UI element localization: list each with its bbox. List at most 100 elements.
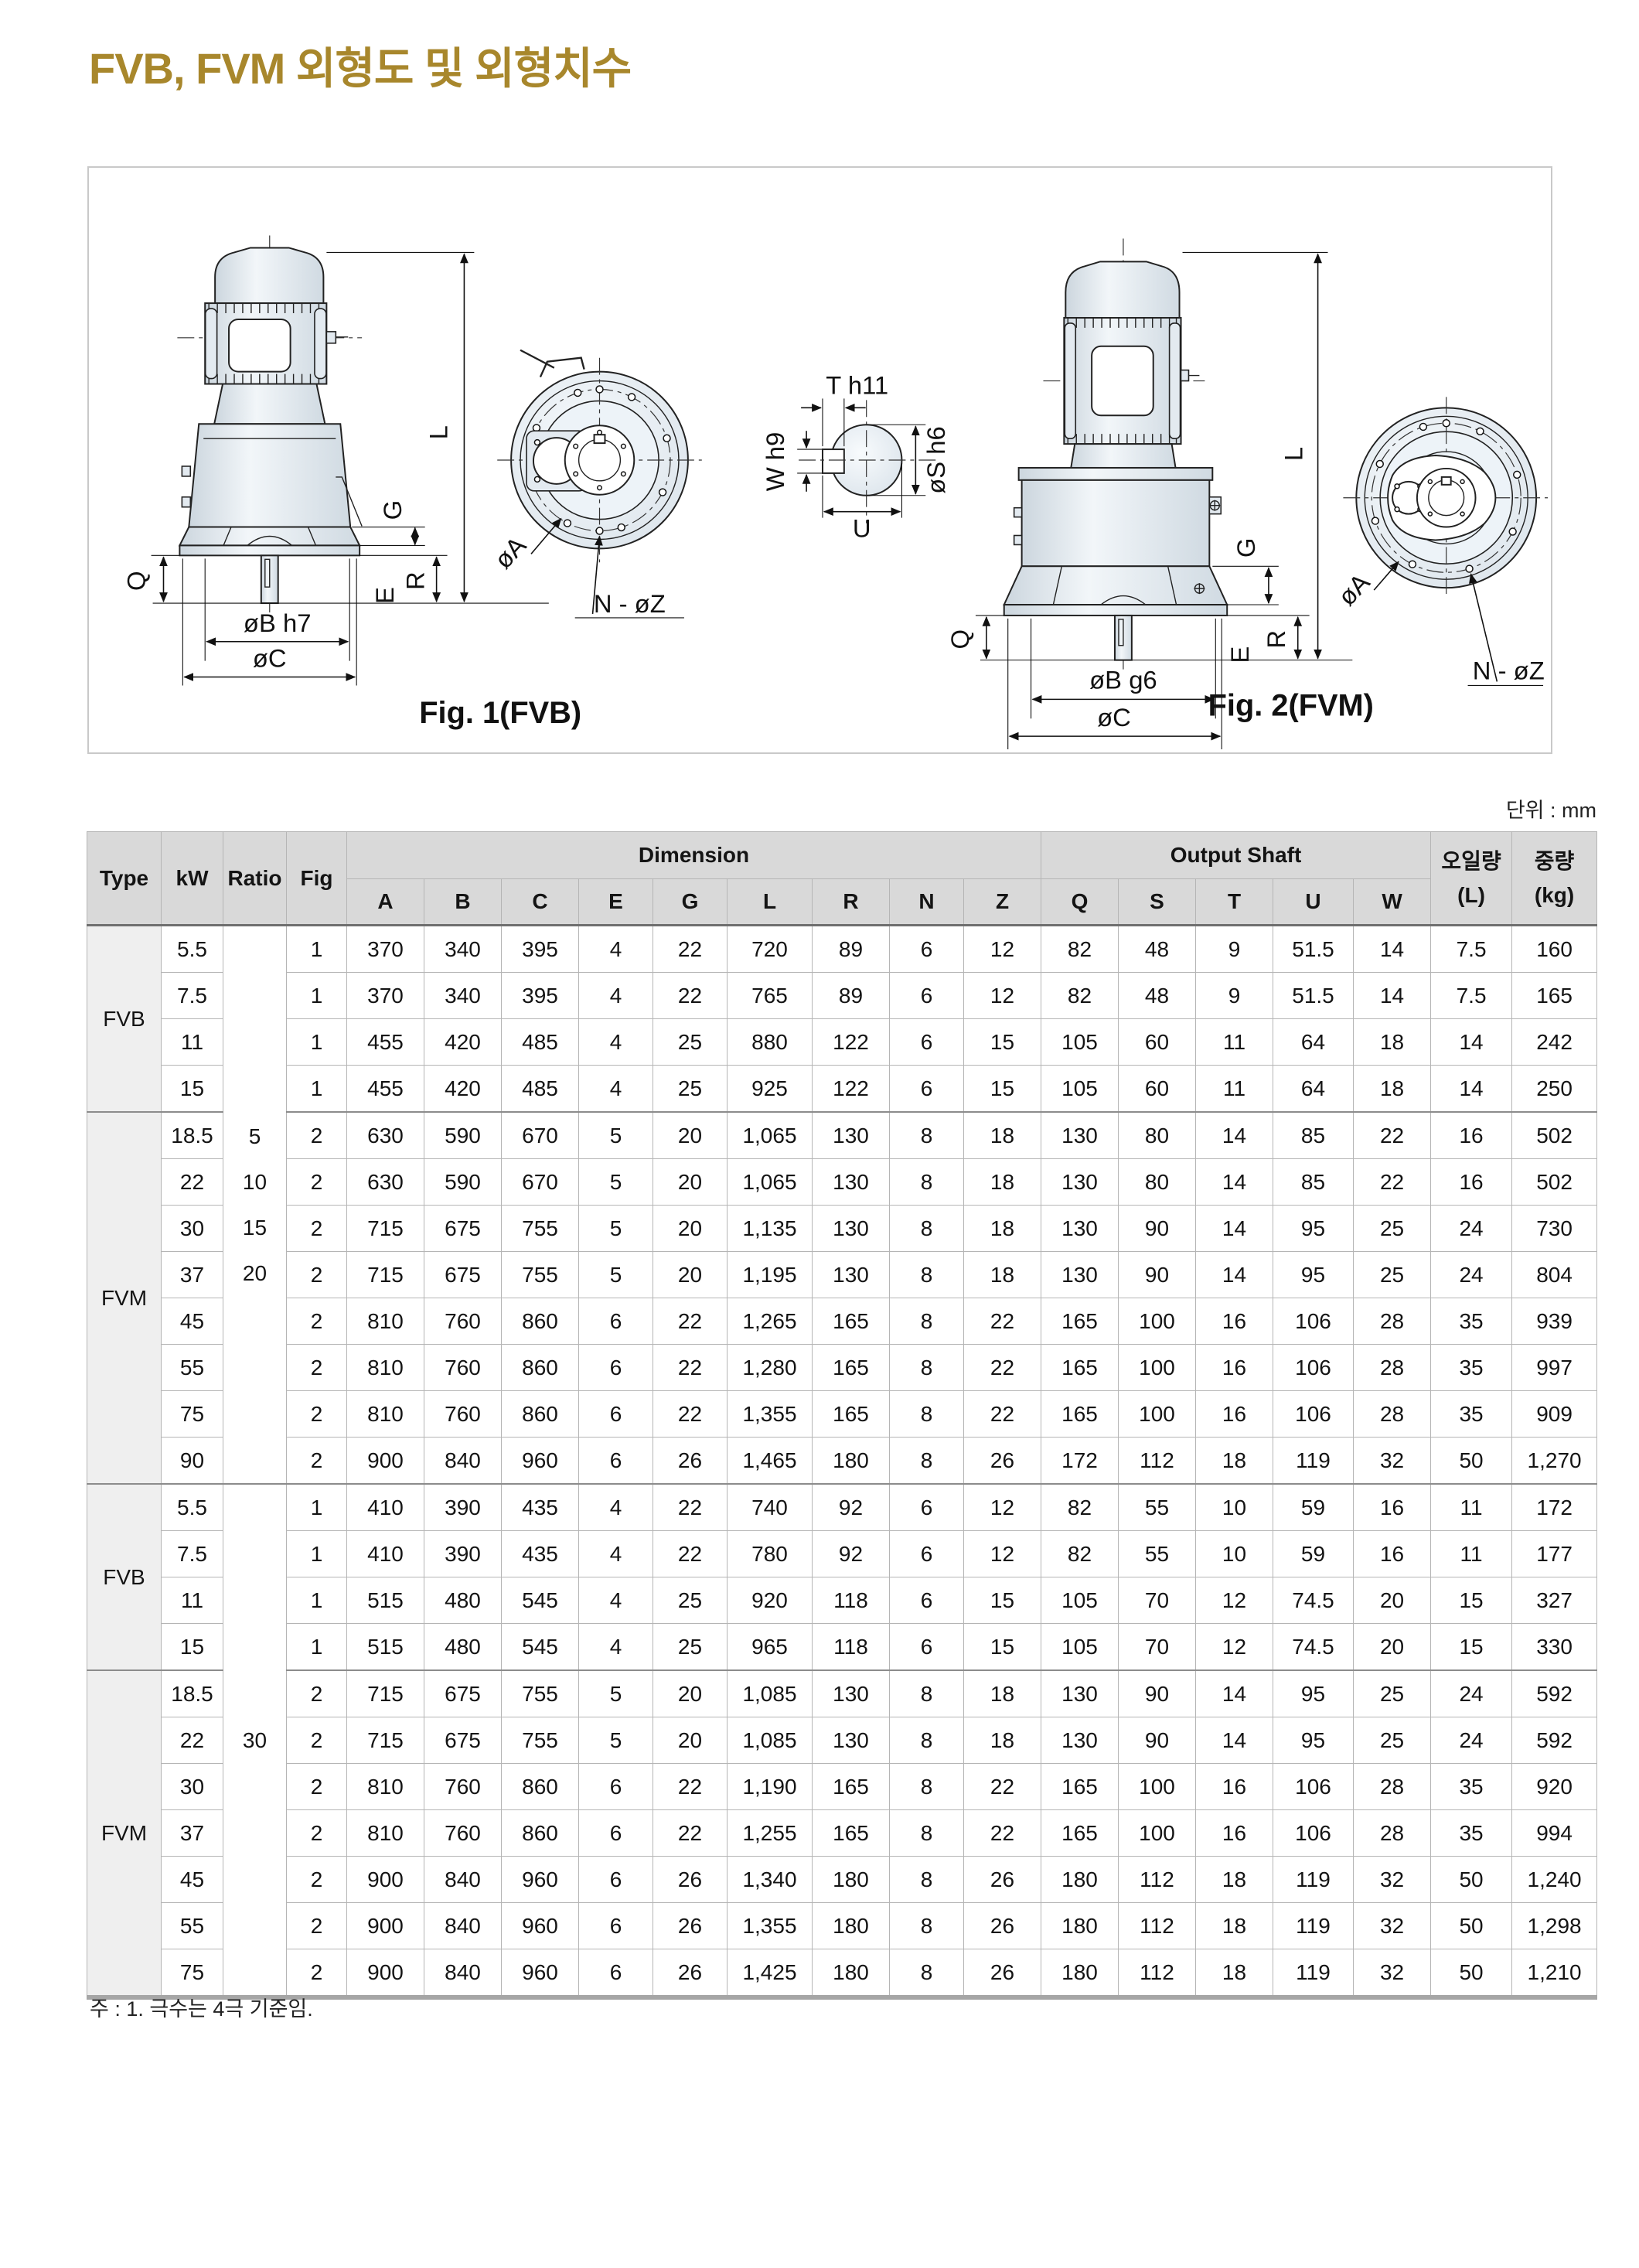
dim-label-keywidth: T h11 [826, 370, 888, 399]
dim-label-shaftdia: øS h6 [922, 426, 950, 494]
dim-value-cell: 8 [889, 1669, 964, 1717]
dim-value-cell: 675 [424, 1669, 502, 1717]
dim-value-cell: 8 [889, 1809, 964, 1857]
dim-value-cell: 630 [346, 1158, 424, 1206]
dim-value-cell: 6 [578, 1390, 653, 1438]
kw-cell: 90 [161, 1437, 223, 1485]
dim-value-cell: 960 [501, 1437, 579, 1485]
dim-value-cell: 720 [727, 925, 813, 973]
dim-value-cell: 180 [812, 1437, 890, 1485]
col-header-U: U [1273, 878, 1354, 926]
kw-cell: 7.5 [161, 1530, 223, 1577]
col-header-T: T [1195, 878, 1273, 926]
dim-value-cell: 22 [963, 1298, 1041, 1345]
dim-value-cell: 26 [653, 1902, 727, 1949]
dim-value-cell: 130 [1041, 1251, 1119, 1298]
oil-cell: 15 [1430, 1623, 1513, 1671]
dim-value-cell: 165 [1041, 1344, 1119, 1391]
kw-cell: 18.5 [161, 1111, 223, 1159]
kw-cell: 15 [161, 1623, 223, 1671]
dim-value-cell: 92 [812, 1530, 890, 1577]
fig-cell: 2 [286, 1111, 347, 1159]
dim-value-cell: 105 [1041, 1577, 1119, 1624]
dim-value-cell: 340 [424, 972, 502, 1019]
dim-value-cell: 130 [812, 1111, 890, 1159]
weight-cell: 327 [1511, 1577, 1598, 1624]
dim-value-cell: 130 [812, 1717, 890, 1764]
dim-value-cell: 9 [1195, 925, 1273, 973]
dim-value-cell: 8 [889, 1205, 964, 1252]
dim-value-cell: 16 [1195, 1298, 1273, 1345]
col-header-oil: 오일량(L) [1430, 831, 1513, 926]
dim-value-cell: 370 [346, 925, 424, 973]
weight-cell: 730 [1511, 1205, 1598, 1252]
dim-value-cell: 8 [889, 1856, 964, 1903]
dim-value-cell: 22 [1352, 1111, 1432, 1159]
dim-value-cell: 106 [1273, 1344, 1354, 1391]
fig-cell: 1 [286, 1577, 347, 1624]
fig-cell: 2 [286, 1902, 347, 1949]
col-header-W: W [1352, 878, 1432, 926]
dim-value-cell: 48 [1118, 972, 1196, 1019]
fig-cell: 2 [286, 1809, 347, 1857]
dim-value-cell: 4 [578, 925, 653, 973]
dim-value-cell: 900 [346, 1856, 424, 1903]
dim-value-cell: 485 [501, 1018, 579, 1066]
weight-cell: 1,270 [1511, 1437, 1598, 1485]
dim-value-cell: 6 [578, 1298, 653, 1345]
dim-value-cell: 26 [963, 1437, 1041, 1485]
dim-value-cell: 14 [1195, 1251, 1273, 1298]
weight-cell: 160 [1511, 925, 1598, 973]
dim-value-cell: 670 [501, 1158, 579, 1206]
dim-value-cell: 960 [501, 1856, 579, 1903]
dim-value-cell: 130 [812, 1251, 890, 1298]
fig-cell: 1 [286, 1018, 347, 1066]
dim-value-cell: 1,065 [727, 1158, 813, 1206]
dim-value-cell: 1,255 [727, 1809, 813, 1857]
dim-value-cell: 25 [1352, 1717, 1432, 1764]
col-header-Z: Z [963, 878, 1041, 926]
dim-value-cell: 28 [1352, 1809, 1432, 1857]
dim-value-cell: 760 [424, 1390, 502, 1438]
dim-value-cell: 95 [1273, 1205, 1354, 1252]
dim-value-cell: 6 [578, 1437, 653, 1485]
dim-value-cell: 4 [578, 1483, 653, 1531]
dim-value-cell: 55 [1118, 1483, 1196, 1531]
weight-cell: 330 [1511, 1623, 1598, 1671]
dim-value-cell: 22 [653, 1344, 727, 1391]
dim-label-pitch1: øA [489, 530, 532, 574]
oil-cell: 24 [1430, 1251, 1513, 1298]
dim-value-cell: 18 [1195, 1437, 1273, 1485]
dim-value-cell: 80 [1118, 1158, 1196, 1206]
dim-value-cell: 395 [501, 972, 579, 1019]
type-cell: FVM [87, 1669, 162, 1998]
dim-value-cell: 8 [889, 1111, 964, 1159]
dim-value-cell: 840 [424, 1856, 502, 1903]
dim-value-cell: 26 [653, 1856, 727, 1903]
dim-value-cell: 74.5 [1273, 1623, 1354, 1671]
dim-value-cell: 18 [963, 1717, 1041, 1764]
dim-value-cell: 1,065 [727, 1111, 813, 1159]
dim-value-cell: 925 [727, 1065, 813, 1113]
kw-cell: 18.5 [161, 1669, 223, 1717]
dim-value-cell: 130 [1041, 1111, 1119, 1159]
dim-value-cell: 90 [1118, 1251, 1196, 1298]
dim-value-cell: 5 [578, 1717, 653, 1764]
kw-cell: 55 [161, 1902, 223, 1949]
dim-value-cell: 18 [1352, 1065, 1432, 1113]
dim-value-cell: 18 [1195, 1902, 1273, 1949]
fig-cell: 1 [286, 1065, 347, 1113]
output-shaft-detail: T h11 W h9 øS h6 U [761, 370, 950, 542]
dim-value-cell: 780 [727, 1530, 813, 1577]
dim-value-cell: 6 [578, 1763, 653, 1810]
dim-value-cell: 95 [1273, 1717, 1354, 1764]
weight-cell: 502 [1511, 1111, 1598, 1159]
fvm-bottom-view: øA N - øZ [1332, 397, 1549, 687]
